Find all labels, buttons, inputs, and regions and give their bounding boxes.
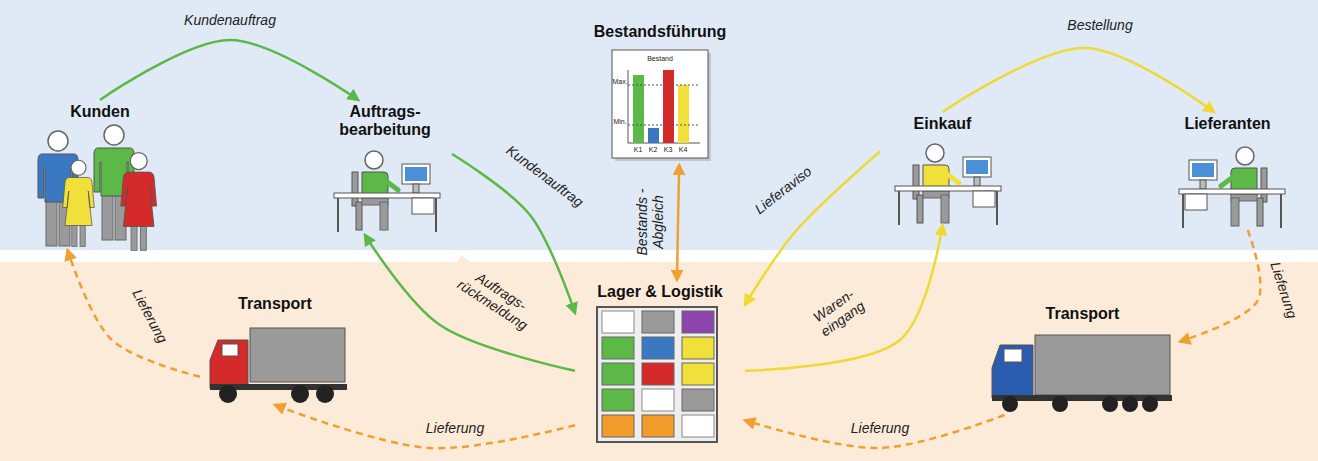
flow-arrow (68, 250, 201, 377)
flow-arrow (365, 235, 575, 371)
process-node: Lager & Logistik (575, 280, 745, 445)
node-heading: Transport (989, 305, 1176, 323)
node-heading: Transport (204, 295, 346, 313)
flow-label: Bestands -Abgleich (634, 179, 666, 265)
flow-arrow (100, 40, 358, 100)
chart-label: K2 (649, 146, 658, 154)
chart-label: K3 (664, 146, 673, 154)
flow-arrow (1180, 230, 1260, 342)
stock-chart-icon (612, 50, 711, 161)
flow-label: Lieferung (412, 420, 498, 436)
purchase-desk (895, 144, 1001, 225)
chart-label: K1 (634, 146, 643, 154)
process-node: Auftrags- bearbeitung (318, 100, 452, 235)
flow-arrow (745, 415, 1005, 448)
flow-arrow (745, 225, 943, 371)
node-heading: Kunden (39, 103, 161, 121)
process-node: Transport (200, 292, 350, 405)
flow-arrow (943, 48, 1215, 112)
blue-truck (992, 335, 1172, 412)
warehouse-shelf (597, 307, 717, 442)
flow-arrow (677, 165, 679, 280)
node-heading: Bestandsführung (584, 23, 736, 41)
node-heading: Auftrags- bearbeitung (322, 103, 448, 139)
process-node: Lieferanten (1160, 112, 1295, 230)
flow-label: Lieferung (837, 420, 923, 436)
red-truck (210, 328, 347, 403)
node-heading: Lieferanten (1164, 115, 1291, 133)
node-heading: Lager & Logistik (579, 283, 741, 301)
supplier-desk (1179, 147, 1285, 228)
chart-label: K4 (679, 146, 688, 154)
process-node: Kunden (35, 100, 165, 250)
process-node: Bestandsführung (580, 20, 740, 165)
node-heading: Einkauf (884, 115, 1001, 133)
order-desk (334, 151, 440, 232)
process-node: Einkauf (880, 112, 1005, 225)
process-node: Transport (985, 302, 1180, 415)
flow-label: Kundenauftrag (167, 12, 293, 28)
chart-label: Min. (613, 118, 626, 126)
chart-label: Max. (612, 78, 627, 86)
flow-arrow (275, 405, 575, 448)
customer-figures (38, 125, 157, 250)
chart-label: Bestand (647, 55, 673, 63)
flow-label: Bestellung (1047, 17, 1153, 33)
logistics-band (0, 262, 1318, 461)
